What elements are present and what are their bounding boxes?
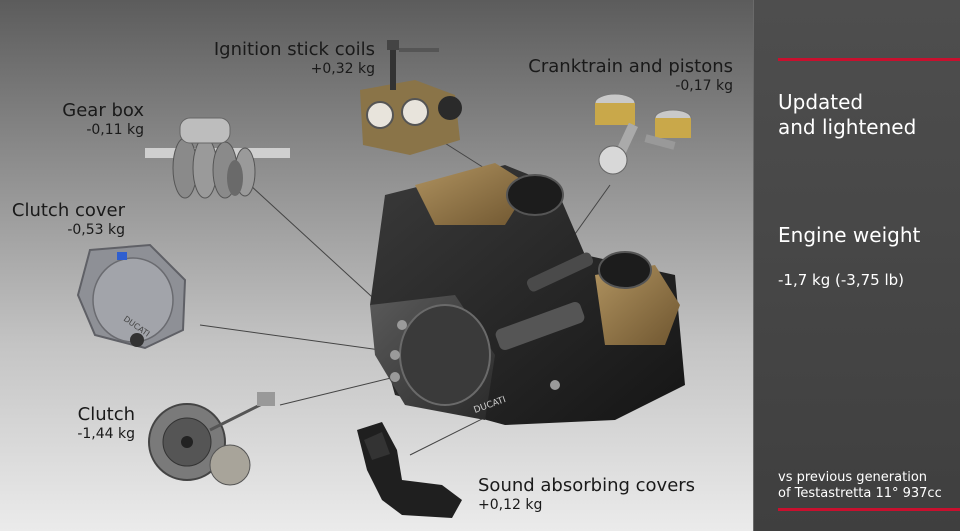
callout-clutch-name: Clutch	[77, 404, 135, 425]
callout-ignition-delta: +0,32 kg	[310, 60, 375, 77]
callout-ignition: Ignition stick coils +0,32 kg	[200, 39, 375, 77]
accent-rule-top	[778, 58, 960, 61]
engine-weight-title: Engine weight	[778, 223, 921, 247]
clutch-illustration	[148, 392, 275, 486]
sidebar-panel	[753, 0, 960, 531]
callout-clutch-cover: Clutch cover -0,53 kg	[5, 200, 125, 238]
ignition-coils-illustration	[360, 40, 462, 155]
callout-cranktrain-name: Cranktrain and pistons	[528, 56, 733, 77]
engine-illustration: DUCATI	[370, 163, 685, 425]
cranktrain-illustration	[594, 93, 692, 175]
sidebar-footnote: vs previous generation of Testastretta 1…	[778, 470, 942, 503]
sidebar-heading: Updated and lightened	[778, 90, 916, 140]
callout-gearbox-name: Gear box	[62, 100, 144, 121]
sound-covers-illustration	[357, 422, 462, 518]
clutch-cover-illustration: DUCATI	[76, 243, 187, 350]
gearbox-illustration	[145, 117, 290, 199]
sidebar-heading-line-2: and lightened	[778, 115, 917, 139]
accent-rule-bottom	[778, 508, 960, 511]
callout-cranktrain: Cranktrain and pistons -0,17 kg	[505, 56, 733, 94]
callout-cranktrain-delta: -0,17 kg	[675, 77, 733, 94]
callout-clutch-cover-delta: -0,53 kg	[67, 221, 125, 238]
callout-clutch: Clutch -1,44 kg	[40, 404, 135, 442]
callout-sound: Sound absorbing covers +0,12 kg	[478, 475, 718, 513]
callout-clutch-delta: -1,44 kg	[77, 425, 135, 442]
callout-sound-delta: +0,12 kg	[478, 496, 543, 513]
callout-ignition-name: Ignition stick coils	[213, 39, 375, 60]
sidebar-footnote-line-1: vs previous generation	[778, 470, 928, 485]
callout-gearbox: Gear box -0,11 kg	[40, 100, 144, 138]
sidebar-heading-line-1: Updated	[778, 90, 864, 114]
callout-gearbox-delta: -0,11 kg	[86, 121, 144, 138]
engine-weight-value: -1,7 kg (-3,75 lb)	[778, 271, 904, 289]
sidebar-footnote-line-2: of Testastretta 11° 937cc	[778, 486, 942, 502]
callout-clutch-cover-name: Clutch cover	[11, 200, 125, 221]
callout-sound-name: Sound absorbing covers	[478, 475, 696, 496]
